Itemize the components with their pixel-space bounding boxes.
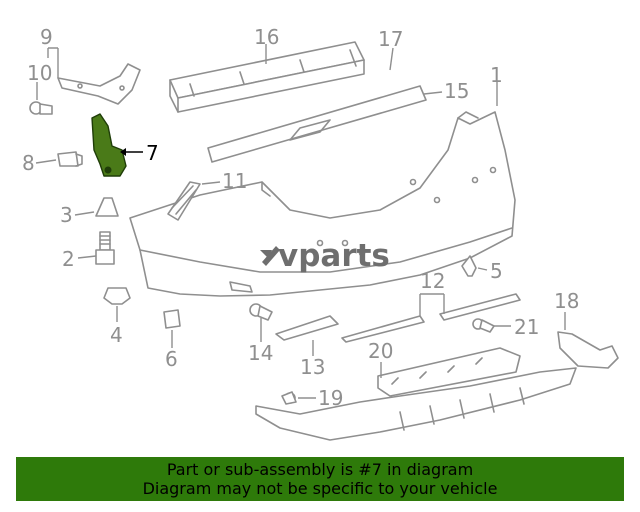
part-18-bracket — [557, 331, 619, 369]
callout-9: 9 — [40, 25, 53, 49]
part-1-bumper-cover — [129, 111, 516, 297]
callout-16: 16 — [254, 25, 279, 49]
callout-18: 18 — [554, 289, 579, 313]
part-9-retainer — [57, 63, 141, 105]
part-2-bolt — [95, 231, 115, 265]
part-13-reflector — [275, 315, 339, 341]
vparts-logo-watermark: vparts — [260, 238, 390, 274]
part-8-screw — [57, 151, 83, 167]
callout-labels: 9 10 8 7 3 2 4 6 16 17 15 1 11 5 12 14 1… — [22, 25, 579, 410]
part-12-moldings — [341, 293, 521, 343]
watermark-text: vparts — [278, 238, 390, 274]
notice-line-1: Part or sub-assembly is #7 in diagram — [166, 460, 474, 479]
callout-6: 6 — [165, 347, 178, 371]
callout-4: 4 — [110, 323, 123, 347]
callout-13: 13 — [300, 355, 325, 379]
part-19-screw — [281, 391, 297, 405]
callout-1: 1 — [490, 63, 503, 87]
part-15-absorber — [207, 85, 427, 163]
callout-5: 5 — [490, 259, 503, 283]
callout-20: 20 — [368, 339, 393, 363]
callout-7: 7 — [146, 141, 159, 165]
part-21-screw — [472, 318, 495, 333]
callout-11: 11 — [222, 169, 247, 193]
callout-2: 2 — [62, 247, 75, 271]
part-20-lower-bracket — [377, 347, 521, 397]
parts-diagram: 9 10 8 7 3 2 4 6 16 17 15 1 11 5 12 14 1… — [22, 25, 619, 441]
part-3-retainer — [95, 197, 119, 217]
callout-8: 8 — [22, 151, 35, 175]
part-14-screw — [249, 303, 273, 321]
leader-lines — [35, 44, 566, 399]
callout-15: 15 — [444, 79, 469, 103]
callout-12: 12 — [420, 269, 445, 293]
callout-3: 3 — [60, 203, 73, 227]
part-16-reinforcement — [169, 41, 365, 113]
part-7-highlighted-bracket — [91, 113, 127, 177]
callout-21: 21 — [514, 315, 539, 339]
callout-14: 14 — [248, 341, 273, 365]
callout-19: 19 — [318, 386, 343, 410]
part-lower-diffuser — [255, 367, 577, 441]
notice-line-2: Diagram may not be specific to your vehi… — [142, 479, 498, 498]
part-11-side-bracket — [167, 181, 201, 221]
notice-banner: Part or sub-assembly is #7 in diagram Di… — [16, 457, 624, 501]
part-6-pad — [163, 309, 181, 329]
part-4-push-clip — [103, 287, 131, 305]
part-10-clip — [29, 101, 53, 115]
callout-17: 17 — [378, 27, 403, 51]
part-5-clip — [461, 255, 477, 277]
callout-10: 10 — [27, 61, 52, 85]
